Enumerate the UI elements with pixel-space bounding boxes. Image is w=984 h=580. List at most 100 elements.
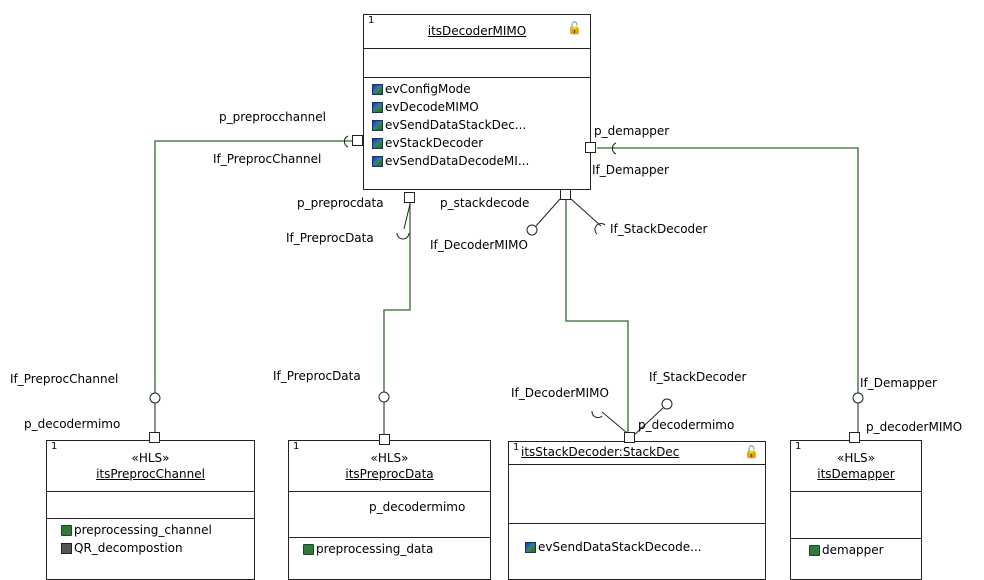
label-p-preprocchannel: p_preprocchannel xyxy=(219,110,326,124)
decoder-mimo-block[interactable]: 1 itsDecoderMIMO 🔓 evConfigMode evDecode… xyxy=(363,14,591,190)
label-if-decodermimo-bottom: If_DecoderMIMO xyxy=(511,386,609,400)
port-demapper[interactable] xyxy=(585,142,596,153)
event-icon xyxy=(372,156,383,167)
lollipop-demapper xyxy=(852,392,864,404)
event-row[interactable]: evStackDecoder xyxy=(372,136,483,150)
label-p-demapper: p_demapper xyxy=(594,124,670,138)
part-label: demapper xyxy=(822,543,884,557)
preproc-channel-block[interactable]: 1 «HLS» itsPreprocChannel preprocessing_… xyxy=(46,440,255,580)
part-icon xyxy=(303,544,314,555)
label-p-preprocdata: p_preprocdata xyxy=(297,196,384,210)
event-row[interactable]: evSendDataStackDec... xyxy=(372,118,526,132)
operation-icon xyxy=(61,543,72,554)
label-if-stackdecoder-bottom: If_StackDecoder xyxy=(649,370,747,384)
instance-count: 1 xyxy=(293,441,300,452)
preproc-data-block[interactable]: 1 «HLS» itsPreprocData p_decodermimo pre… xyxy=(288,440,491,580)
socket-preprocchannel xyxy=(343,135,349,148)
instance-count: 1 xyxy=(795,441,802,452)
label-if-decodermimo-top: If_DecoderMIMO xyxy=(430,238,528,252)
block-header: «HLS» itsDemapper xyxy=(791,441,921,492)
block-name[interactable]: itsStackDecoder:StackDec xyxy=(521,445,680,459)
label-p-decodermimo-demapper: p_decoderMIMO xyxy=(866,420,963,434)
stereotype-label: «HLS» xyxy=(370,451,409,465)
socket-decodermimo xyxy=(591,410,603,418)
link-stackdecoder xyxy=(565,200,629,436)
event-icon xyxy=(372,102,383,113)
demapper-block[interactable]: 1 «HLS» itsDemapper demapper xyxy=(790,440,922,580)
event-icon xyxy=(372,84,383,95)
port-decodermimo-data[interactable] xyxy=(379,434,390,445)
event-label: evSendDataDecodeMI... xyxy=(385,154,530,168)
block-header: itsDecoderMIMO 🔓 xyxy=(364,15,590,49)
socket-demapper xyxy=(611,142,617,155)
lollipop-preprocdata xyxy=(378,391,390,403)
instance-count: 1 xyxy=(513,442,520,453)
socket-preprocdata xyxy=(396,232,410,240)
operation-label: QR_decompostion xyxy=(74,541,183,555)
part-label: preprocessing_data xyxy=(316,542,434,556)
event-label: evSendDataStackDec... xyxy=(385,118,527,132)
stereotype-label: «HLS» xyxy=(131,451,170,465)
lollipop-stackdecoder xyxy=(661,398,673,410)
event-label: evStackDecoder xyxy=(385,136,484,150)
event-row[interactable]: evDecodeMIMO xyxy=(372,100,479,114)
attributes-section: p_decodermimo xyxy=(289,491,490,538)
attributes-section xyxy=(791,491,921,539)
label-if-preprocchannel-bottom: If_PreprocChannel xyxy=(10,372,119,386)
stack-decoder-block[interactable]: 1 itsStackDecoder:StackDec 🔓 evSendDataS… xyxy=(508,441,766,580)
lock-icon: 🔓 xyxy=(744,445,759,459)
part-icon xyxy=(809,545,820,556)
attribute-row[interactable]: p_decodermimo xyxy=(369,500,466,514)
label-p-decodermimo-channel: p_decodermimo xyxy=(24,417,121,431)
instance-count: 1 xyxy=(368,15,375,26)
port-decodermimo-demapper[interactable] xyxy=(849,432,860,443)
part-row[interactable]: preprocessing_channel xyxy=(61,523,212,537)
event-row[interactable]: evSendDataStackDecode... xyxy=(525,540,702,554)
block-name[interactable]: itsDecoderMIMO xyxy=(427,24,527,38)
block-header: itsStackDecoder:StackDec 🔓 xyxy=(509,442,765,465)
block-name[interactable]: itsDemapper xyxy=(817,467,895,481)
event-row[interactable]: evSendDataDecodeMI... xyxy=(372,154,529,168)
stereotype-label: «HLS» xyxy=(836,451,875,465)
port-preprocdata[interactable] xyxy=(404,192,415,203)
lock-icon: 🔓 xyxy=(567,21,582,35)
socket-stackdecoder xyxy=(594,223,606,235)
link-preprocchannel xyxy=(154,140,358,398)
lollipop-decodermimo xyxy=(526,224,538,236)
label-if-demapper-top: If_Demapper xyxy=(592,163,669,177)
label-p-stackdecode: p_stackdecode xyxy=(440,196,530,210)
block-name[interactable]: itsPreprocChannel xyxy=(96,467,205,481)
part-icon xyxy=(61,525,72,536)
port-decodermimo-channel[interactable] xyxy=(149,432,160,443)
event-label: evSendDataStackDecode... xyxy=(538,540,702,554)
port-stackdecode[interactable] xyxy=(560,189,571,200)
lollipop-preprocchannel xyxy=(149,392,161,404)
part-row[interactable]: demapper xyxy=(809,543,884,557)
attributes-section xyxy=(47,491,254,519)
event-icon xyxy=(372,138,383,149)
operation-row[interactable]: QR_decompostion xyxy=(61,541,183,555)
port-decodermimo-stack[interactable] xyxy=(624,432,635,443)
attributes-section xyxy=(509,464,765,524)
instance-count: 1 xyxy=(51,441,58,452)
event-icon xyxy=(372,120,383,131)
label-p-decodermimo-stack: p_decodermimo xyxy=(638,418,735,432)
label-if-preprocdata-bottom: If_PreprocData xyxy=(273,369,361,383)
link-demapper xyxy=(597,147,859,398)
block-header: «HLS» itsPreprocChannel xyxy=(47,441,254,492)
link-preprocdata xyxy=(383,203,411,397)
block-name[interactable]: itsPreprocData xyxy=(345,467,434,481)
port-preprocchannel[interactable] xyxy=(352,135,363,146)
label-if-demapper-bottom: If_Demapper xyxy=(860,376,937,390)
label-if-preprocdata-top: If_PreprocData xyxy=(286,231,374,245)
part-row[interactable]: preprocessing_data xyxy=(303,542,433,556)
attributes-section xyxy=(364,48,590,78)
part-label: preprocessing_channel xyxy=(74,523,212,537)
event-label: evConfigMode xyxy=(385,82,471,96)
label-if-preprocchannel-top: If_PreprocChannel xyxy=(213,152,322,166)
event-row[interactable]: evConfigMode xyxy=(372,82,471,96)
event-icon xyxy=(525,542,536,553)
block-header: «HLS» itsPreprocData xyxy=(289,441,490,492)
event-label: evDecodeMIMO xyxy=(385,100,479,114)
